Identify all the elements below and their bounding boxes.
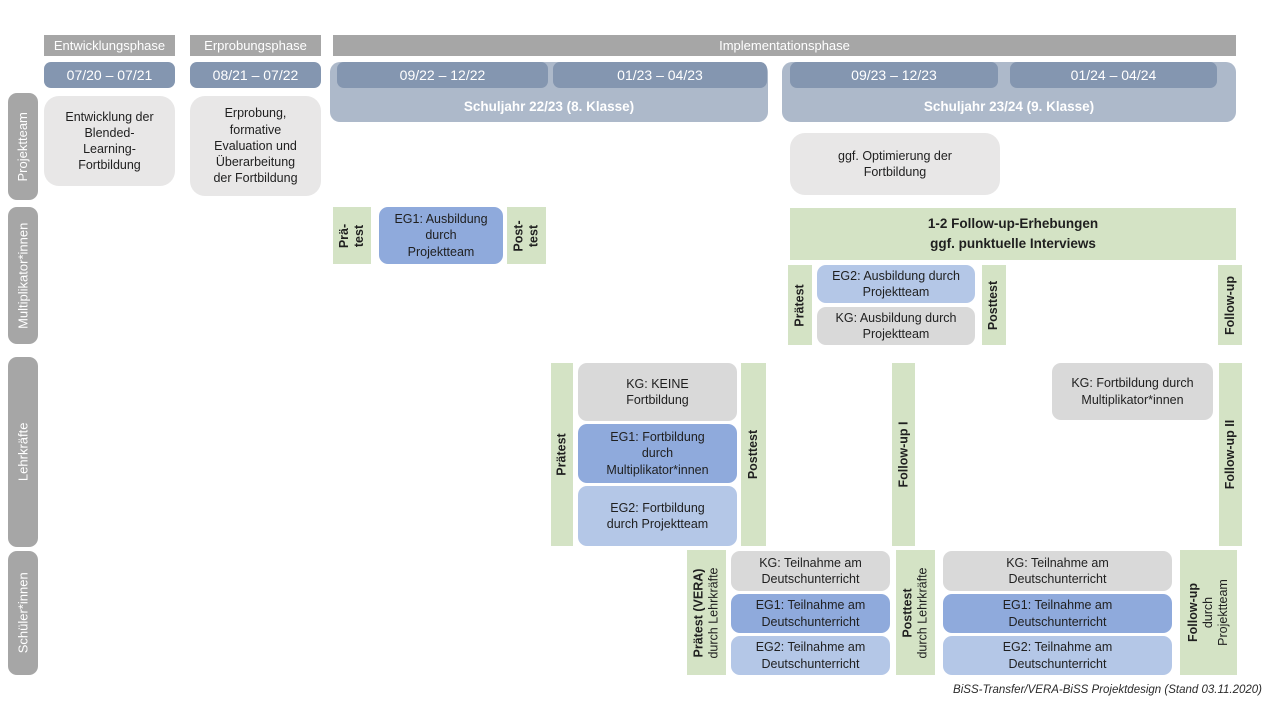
schueler-followup-line2: durch bbox=[1201, 596, 1216, 629]
schueler-praetest-line1: Prätest (VERA) bbox=[691, 568, 706, 657]
date-range-4: 01/23 – 04/23 bbox=[553, 62, 767, 88]
date-range-1: 07/20 – 07/21 bbox=[44, 62, 175, 88]
multiplikatoren-followup-text: Follow-up bbox=[1222, 275, 1237, 335]
box-eg2-teilnahme-1: EG2: Teilnahme am Deutschunterricht bbox=[731, 636, 890, 675]
lehrkraefte-followup-2: Follow-up II bbox=[1219, 363, 1242, 546]
phase-header-implementation: Implementationsphase bbox=[333, 35, 1236, 56]
school-year-label-2223: Schuljahr 22/23 (8. Klasse) bbox=[463, 98, 635, 114]
date-range-5: 09/23 – 12/23 bbox=[790, 62, 998, 88]
row-label-schueler: Schüler*innen bbox=[8, 551, 38, 675]
row-label-multiplikatoren-text: Multiplikator*innen bbox=[15, 222, 31, 329]
row-label-lehrkraefte: Lehrkräfte bbox=[8, 357, 38, 547]
row-label-multiplikatoren: Multiplikator*innen bbox=[8, 207, 38, 344]
date-range-3: 09/22 – 12/22 bbox=[337, 62, 548, 88]
schueler-posttest-line1: Posttest bbox=[900, 587, 915, 638]
box-eg2-fortbildung-projektteam: EG2: Fortbildung durch Projektteam bbox=[578, 486, 737, 546]
box-kg-keine-fortbildung: KG: KEINE Fortbildung bbox=[578, 363, 737, 421]
box-optimierung-fortbildung: ggf. Optimierung der Fortbildung bbox=[790, 133, 1000, 195]
phase-header-testing: Erprobungsphase bbox=[190, 35, 321, 56]
banner-followup-erhebungen: 1-2 Follow-up-Erhebungen ggf. punktuelle… bbox=[790, 208, 1236, 260]
box-kg-teilnahme-1: KG: Teilnahme am Deutschunterricht bbox=[731, 551, 890, 591]
schueler-followup-line1: Follow-up bbox=[1186, 582, 1201, 643]
school-year-label-2324: Schuljahr 23/24 (9. Klasse) bbox=[923, 98, 1095, 114]
multiplikatoren-posttest-2: Posttest bbox=[982, 265, 1006, 345]
box-entwicklung-fortbildung: Entwicklung der Blended- Learning- Fortb… bbox=[44, 96, 175, 186]
schueler-posttest-line2: durch Lehrkräfte bbox=[915, 566, 930, 659]
schueler-followup-projektteam: Follow-up durch Projektteam bbox=[1180, 550, 1237, 675]
praetest-1-line1: Prä- bbox=[336, 223, 351, 248]
schueler-posttest: Posttest durch Lehrkräfte bbox=[896, 550, 935, 675]
lehrkraefte-posttest-text: Posttest bbox=[746, 429, 761, 480]
row-label-lehrkraefte-text: Lehrkräfte bbox=[15, 422, 31, 482]
schueler-praetest-line2: durch Lehrkräfte bbox=[706, 566, 721, 659]
lehrkraefte-praetest-text: Prätest bbox=[554, 433, 569, 476]
lehrkraefte-posttest: Posttest bbox=[741, 363, 766, 546]
posttest-1-line2: test bbox=[526, 224, 541, 247]
posttest-2-text: Posttest bbox=[986, 280, 1001, 330]
box-eg1-teilnahme-1: EG1: Teilnahme am Deutschunterricht bbox=[731, 594, 890, 633]
diagram-caption: BiSS-Transfer/VERA-BiSS Projektdesign (S… bbox=[953, 684, 1262, 696]
box-eg1-teilnahme-2: EG1: Teilnahme am Deutschunterricht bbox=[943, 594, 1172, 633]
box-eg1-ausbildung-projektteam: EG1: Ausbildung durch Projektteam bbox=[379, 207, 503, 264]
schueler-followup-line3: Projektteam bbox=[1216, 579, 1231, 646]
lehrkraefte-praetest: Prätest bbox=[551, 363, 573, 546]
phase-header-development: Entwicklungsphase bbox=[44, 35, 175, 56]
lehrkraefte-followup-1: Follow-up I bbox=[892, 363, 915, 546]
box-eg2-ausbildung-projektteam: EG2: Ausbildung durch Projektteam bbox=[817, 265, 975, 303]
box-erprobung-evaluation: Erprobung, formative Evaluation und Über… bbox=[190, 96, 321, 196]
box-kg-fortbildung-multiplikatoren: KG: Fortbildung durch Multiplikator*inne… bbox=[1052, 363, 1213, 420]
box-eg2-teilnahme-2: EG2: Teilnahme am Deutschunterricht bbox=[943, 636, 1172, 675]
box-kg-ausbildung-projektteam: KG: Ausbildung durch Projektteam bbox=[817, 307, 975, 345]
date-range-6: 01/24 – 04/24 bbox=[1010, 62, 1217, 88]
multiplikatoren-followup: Follow-up bbox=[1218, 265, 1242, 345]
box-kg-teilnahme-2: KG: Teilnahme am Deutschunterricht bbox=[943, 551, 1172, 591]
row-label-schueler-text: Schüler*innen bbox=[15, 572, 31, 654]
posttest-1-line1: Post- bbox=[511, 219, 526, 252]
praetest-2-text: Prätest bbox=[792, 283, 807, 327]
multiplikatoren-posttest-1: Post- test bbox=[507, 207, 546, 264]
schueler-praetest-vera: Prätest (VERA) durch Lehrkräfte bbox=[687, 550, 726, 675]
lehrkraefte-followup-1-text: Follow-up I bbox=[896, 421, 910, 488]
lehrkraefte-followup-2-text: Follow-up II bbox=[1223, 419, 1237, 490]
row-label-projektteam: Projektteam bbox=[8, 93, 38, 200]
box-eg1-fortbildung-multiplikatoren: EG1: Fortbildung durch Multiplikator*inn… bbox=[578, 424, 737, 483]
praetest-1-line2: test bbox=[351, 224, 366, 247]
multiplikatoren-praetest-2: Prätest bbox=[788, 265, 812, 345]
multiplikatoren-praetest-1: Prä- test bbox=[333, 207, 371, 264]
date-range-2: 08/21 – 07/22 bbox=[190, 62, 321, 88]
row-label-projektteam-text: Projektteam bbox=[15, 111, 31, 182]
